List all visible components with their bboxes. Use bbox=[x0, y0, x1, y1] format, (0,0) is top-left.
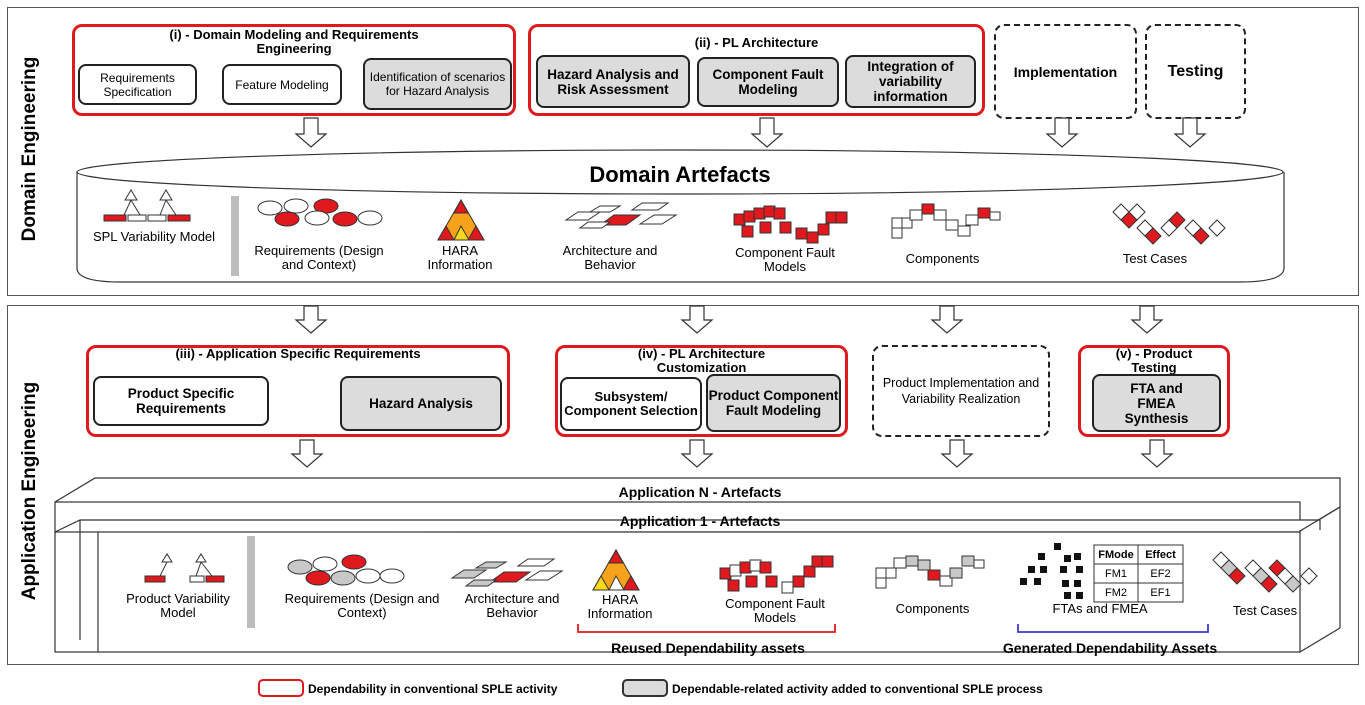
app-artefact-ftas-fmea: FTAs and FMEA bbox=[1052, 601, 1148, 616]
application-1-title: Application 1 - Artefacts bbox=[619, 513, 781, 529]
fmea-cell-ef1: EF1 bbox=[1150, 587, 1171, 599]
app-artefact-components: Components bbox=[895, 601, 970, 616]
app-components-icon bbox=[875, 555, 985, 589]
activity-i-title: (i) - Domain Modeling and Requirements E… bbox=[169, 27, 419, 56]
domain-artefact-component-fault-models: Component Fault Models bbox=[735, 245, 835, 274]
legend-red-label: Dependability in conventional SPLE activ… bbox=[308, 682, 558, 696]
app-artefact-hara: HARA Information bbox=[587, 592, 653, 621]
down-arrow-icons bbox=[294, 117, 1207, 148]
legend-gray-label: Dependable-related activity added to con… bbox=[672, 682, 1043, 696]
product-specific-requirements-box: Product Specific Requirements bbox=[93, 376, 269, 426]
activity-v-title: (v) - Product Testing bbox=[1115, 346, 1193, 375]
app-requirements-icon bbox=[287, 554, 405, 586]
product-component-fault-modeling-box: Product Component Fault Modeling bbox=[706, 374, 841, 432]
app-artefact-requirements: Requirements (Design and Context) bbox=[284, 591, 440, 620]
subsystem-selection-box: Subsystem/ Component Selection bbox=[560, 377, 702, 431]
domain-artefact-architecture: Architecture and Behavior bbox=[562, 243, 658, 272]
domain-artefact-requirements: Requirements (Design and Context) bbox=[254, 243, 384, 272]
reused-dependability-assets-label: Reused Dependability assets bbox=[611, 640, 805, 656]
hara-triangle-icon bbox=[437, 198, 485, 241]
fmea-header-effect: Effect bbox=[1145, 549, 1176, 561]
variability-model-icon bbox=[103, 189, 191, 222]
fmea-cell-fm1: FM1 bbox=[1105, 568, 1127, 580]
domain-artefact-hara: HARA Information bbox=[427, 243, 493, 272]
component-fault-modeling-box: Component Fault Modeling bbox=[697, 57, 839, 107]
generated-dependability-assets-label: Generated Dependability Assets bbox=[1002, 640, 1218, 656]
fmea-cell-ef2: EF2 bbox=[1150, 568, 1171, 580]
test-cases-icon bbox=[1112, 203, 1226, 245]
component-fault-models-icon bbox=[733, 205, 848, 244]
app-artefact-test-cases: Test Cases bbox=[1232, 603, 1298, 618]
app-component-fault-models-icon bbox=[719, 555, 834, 594]
app-artefact-component-fault-models: Component Fault Models bbox=[725, 596, 825, 625]
architecture-icon bbox=[564, 202, 678, 229]
app-hara-triangle-icon bbox=[592, 548, 640, 591]
activity-iii-title: (iii) - Application Specific Requirement… bbox=[175, 346, 421, 361]
fta-fmea-synthesis-box: FTA and FMEA Synthesis bbox=[1092, 374, 1221, 432]
scenario-identification-box: Identification of scenarios for Hazard A… bbox=[363, 58, 512, 110]
application-n-title: Application N - Artefacts bbox=[618, 484, 782, 500]
legend-red-swatch bbox=[258, 679, 304, 697]
fmea-header-fmode: FMode bbox=[1098, 549, 1134, 561]
domain-artefact-test-cases: Test Cases bbox=[1122, 251, 1188, 266]
feature-modeling-box: Feature Modeling bbox=[222, 64, 342, 105]
fmea-table bbox=[1093, 544, 1184, 603]
hazard-analysis-box: Hazard Analysis bbox=[340, 376, 502, 431]
legend-gray-swatch bbox=[622, 679, 668, 697]
fault-tree-icon bbox=[1020, 543, 1083, 599]
domain-artefact-components: Components bbox=[905, 251, 980, 266]
app-test-cases-icon bbox=[1212, 551, 1318, 593]
domain-artefacts-title: Domain Artefacts bbox=[589, 162, 771, 187]
app-architecture-icon bbox=[450, 558, 564, 587]
activity-iv-title: (iv) - PL Architecture Customization bbox=[637, 346, 766, 375]
app-artefact-architecture: Architecture and Behavior bbox=[464, 591, 560, 620]
product-implementation-box: Product Implementation and Variability R… bbox=[872, 345, 1050, 437]
components-icon bbox=[891, 203, 1001, 239]
implementation-box: Implementation bbox=[994, 24, 1137, 119]
domain-artefact-variability-model: SPL Variability Model bbox=[92, 229, 216, 244]
fmea-cell-fm2: FM2 bbox=[1105, 587, 1127, 599]
product-variability-model-icon bbox=[144, 553, 225, 583]
activity-ii-title: (ii) - PL Architecture bbox=[694, 35, 819, 50]
app-artefact-variability-model: Product Variability Model bbox=[126, 591, 230, 620]
testing-box: Testing bbox=[1145, 24, 1246, 119]
requirements-icon bbox=[257, 198, 383, 227]
requirements-specification-box: Requirements Specification bbox=[78, 64, 197, 105]
hara-box: Hazard Analysis and Risk Assessment bbox=[536, 55, 690, 108]
variability-integration-box: Integration of variability information bbox=[845, 55, 976, 108]
